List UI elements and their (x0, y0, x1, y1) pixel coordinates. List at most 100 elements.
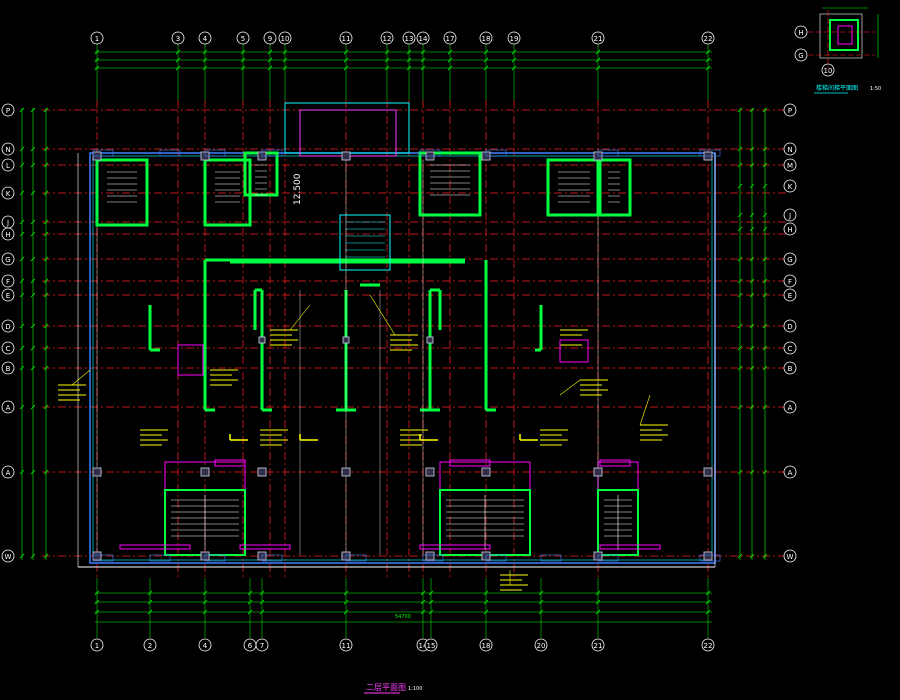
axis-bubble-bottom (591, 638, 605, 652)
dimension-tick (94, 57, 100, 63)
dimension-tick (282, 57, 288, 63)
key-plan-axis-bubble (794, 48, 808, 62)
dimension-tick (30, 292, 36, 298)
dimension-tick (762, 404, 768, 410)
dimension-tick (343, 57, 349, 63)
axis-bubble-top-label: 1 (95, 35, 99, 43)
dimension-tick (749, 146, 755, 152)
dimension-tick (43, 190, 49, 196)
dimension-tick (595, 49, 601, 55)
dimension-tick (343, 609, 349, 615)
axis-bubble-right (783, 222, 797, 236)
dimension-tick (202, 65, 208, 71)
dimension-tick (267, 49, 273, 55)
dimension-tick (94, 590, 100, 596)
axis-bubble-right (783, 549, 797, 563)
dimension-tick (737, 553, 743, 559)
dimension-tick (30, 231, 36, 237)
axis-bubble-right (783, 252, 797, 266)
dimension-tick (428, 599, 434, 605)
annotation-leader (289, 304, 311, 331)
dimension-tick (343, 49, 349, 55)
axis-bubble-right-label: M (787, 162, 793, 170)
window-marker (597, 554, 619, 562)
dimension-tick (420, 65, 426, 71)
axis-bubble-right (783, 319, 797, 333)
dimension-tick (420, 609, 426, 615)
dimension-tick (762, 226, 768, 232)
fixture (599, 544, 661, 550)
dimension-tick (202, 57, 208, 63)
key-plan-stair (837, 25, 853, 45)
dimension-tick (43, 231, 49, 237)
axis-bubble-left-label: D (5, 323, 10, 331)
axis-bubble-top-label: 5 (241, 35, 245, 43)
axis-bubble-right (783, 103, 797, 117)
dimension-tick (705, 65, 711, 71)
dimension-tick (511, 57, 517, 63)
axis-bubble-right (783, 465, 797, 479)
dimension-tick (749, 404, 755, 410)
dimension-tick (19, 278, 25, 284)
axis-bubble-right-label: A (788, 469, 793, 477)
axis-bubble-left (1, 319, 15, 333)
axis-bubble-top (339, 31, 353, 45)
fixture (599, 459, 631, 467)
dimension-tick (94, 65, 100, 71)
dimension-tick (43, 365, 49, 371)
central-stair (339, 214, 391, 271)
dimension-tick (282, 65, 288, 71)
dimension-tick (30, 190, 36, 196)
axis-bubble-right (783, 142, 797, 156)
axis-bubble-top-label: 4 (203, 35, 208, 43)
column (92, 467, 102, 477)
dimension-tick (147, 590, 153, 596)
stair-tower-upper (418, 151, 482, 217)
dimension-tick (762, 146, 768, 152)
axis-bubble-right-label: C (788, 345, 793, 353)
dimension-tick (43, 323, 49, 329)
dimension-tick (30, 219, 36, 225)
axis-bubble-top-label: 3 (176, 35, 180, 43)
axis-bubble-top (507, 31, 521, 45)
axis-bubble-left-label: A (6, 469, 11, 477)
dimension-tick (762, 365, 768, 371)
axis-bubble-left (1, 549, 15, 563)
dimension-tick (483, 599, 489, 605)
stair-tower-upper (95, 158, 149, 227)
dimension-tick (483, 57, 489, 63)
axis-bubble-right (783, 361, 797, 375)
dimension-tick (483, 590, 489, 596)
dimension-tick (19, 219, 25, 225)
dimension-tick (447, 65, 453, 71)
axis-bubble-left-label: J (6, 219, 9, 227)
window-marker (597, 149, 619, 157)
dimension-tick (749, 183, 755, 189)
dimension-tick (762, 212, 768, 218)
dimension-tick (406, 57, 412, 63)
axis-bubble-bottom-label: 18 (482, 642, 491, 650)
axis-bubble-left (1, 400, 15, 414)
dimension-tick (19, 323, 25, 329)
axis-bubble-left (1, 158, 15, 172)
dimension-tick (43, 345, 49, 351)
dimension-tick (94, 599, 100, 605)
window-marker (204, 554, 226, 562)
dimension-tick (247, 609, 253, 615)
dimension-tick (762, 345, 768, 351)
dimension-tick (94, 609, 100, 615)
axis-bubble-left-label: B (6, 365, 11, 373)
key-plan-axis-bubble-label: 10 (824, 67, 833, 75)
stair-tower-upper (546, 158, 602, 217)
column (92, 551, 102, 561)
axis-bubble-right-label: D (787, 323, 792, 331)
dimension-tick (762, 183, 768, 189)
axis-bubble-right (783, 179, 797, 193)
dimension-tick (737, 162, 743, 168)
axis-bubble-top-label: 21 (594, 35, 603, 43)
window-marker (159, 149, 181, 157)
column (342, 336, 350, 344)
dimension-tick (175, 65, 181, 71)
axis-bubble-top (90, 31, 104, 45)
axis-bubble-bottom-label: 22 (704, 642, 713, 650)
